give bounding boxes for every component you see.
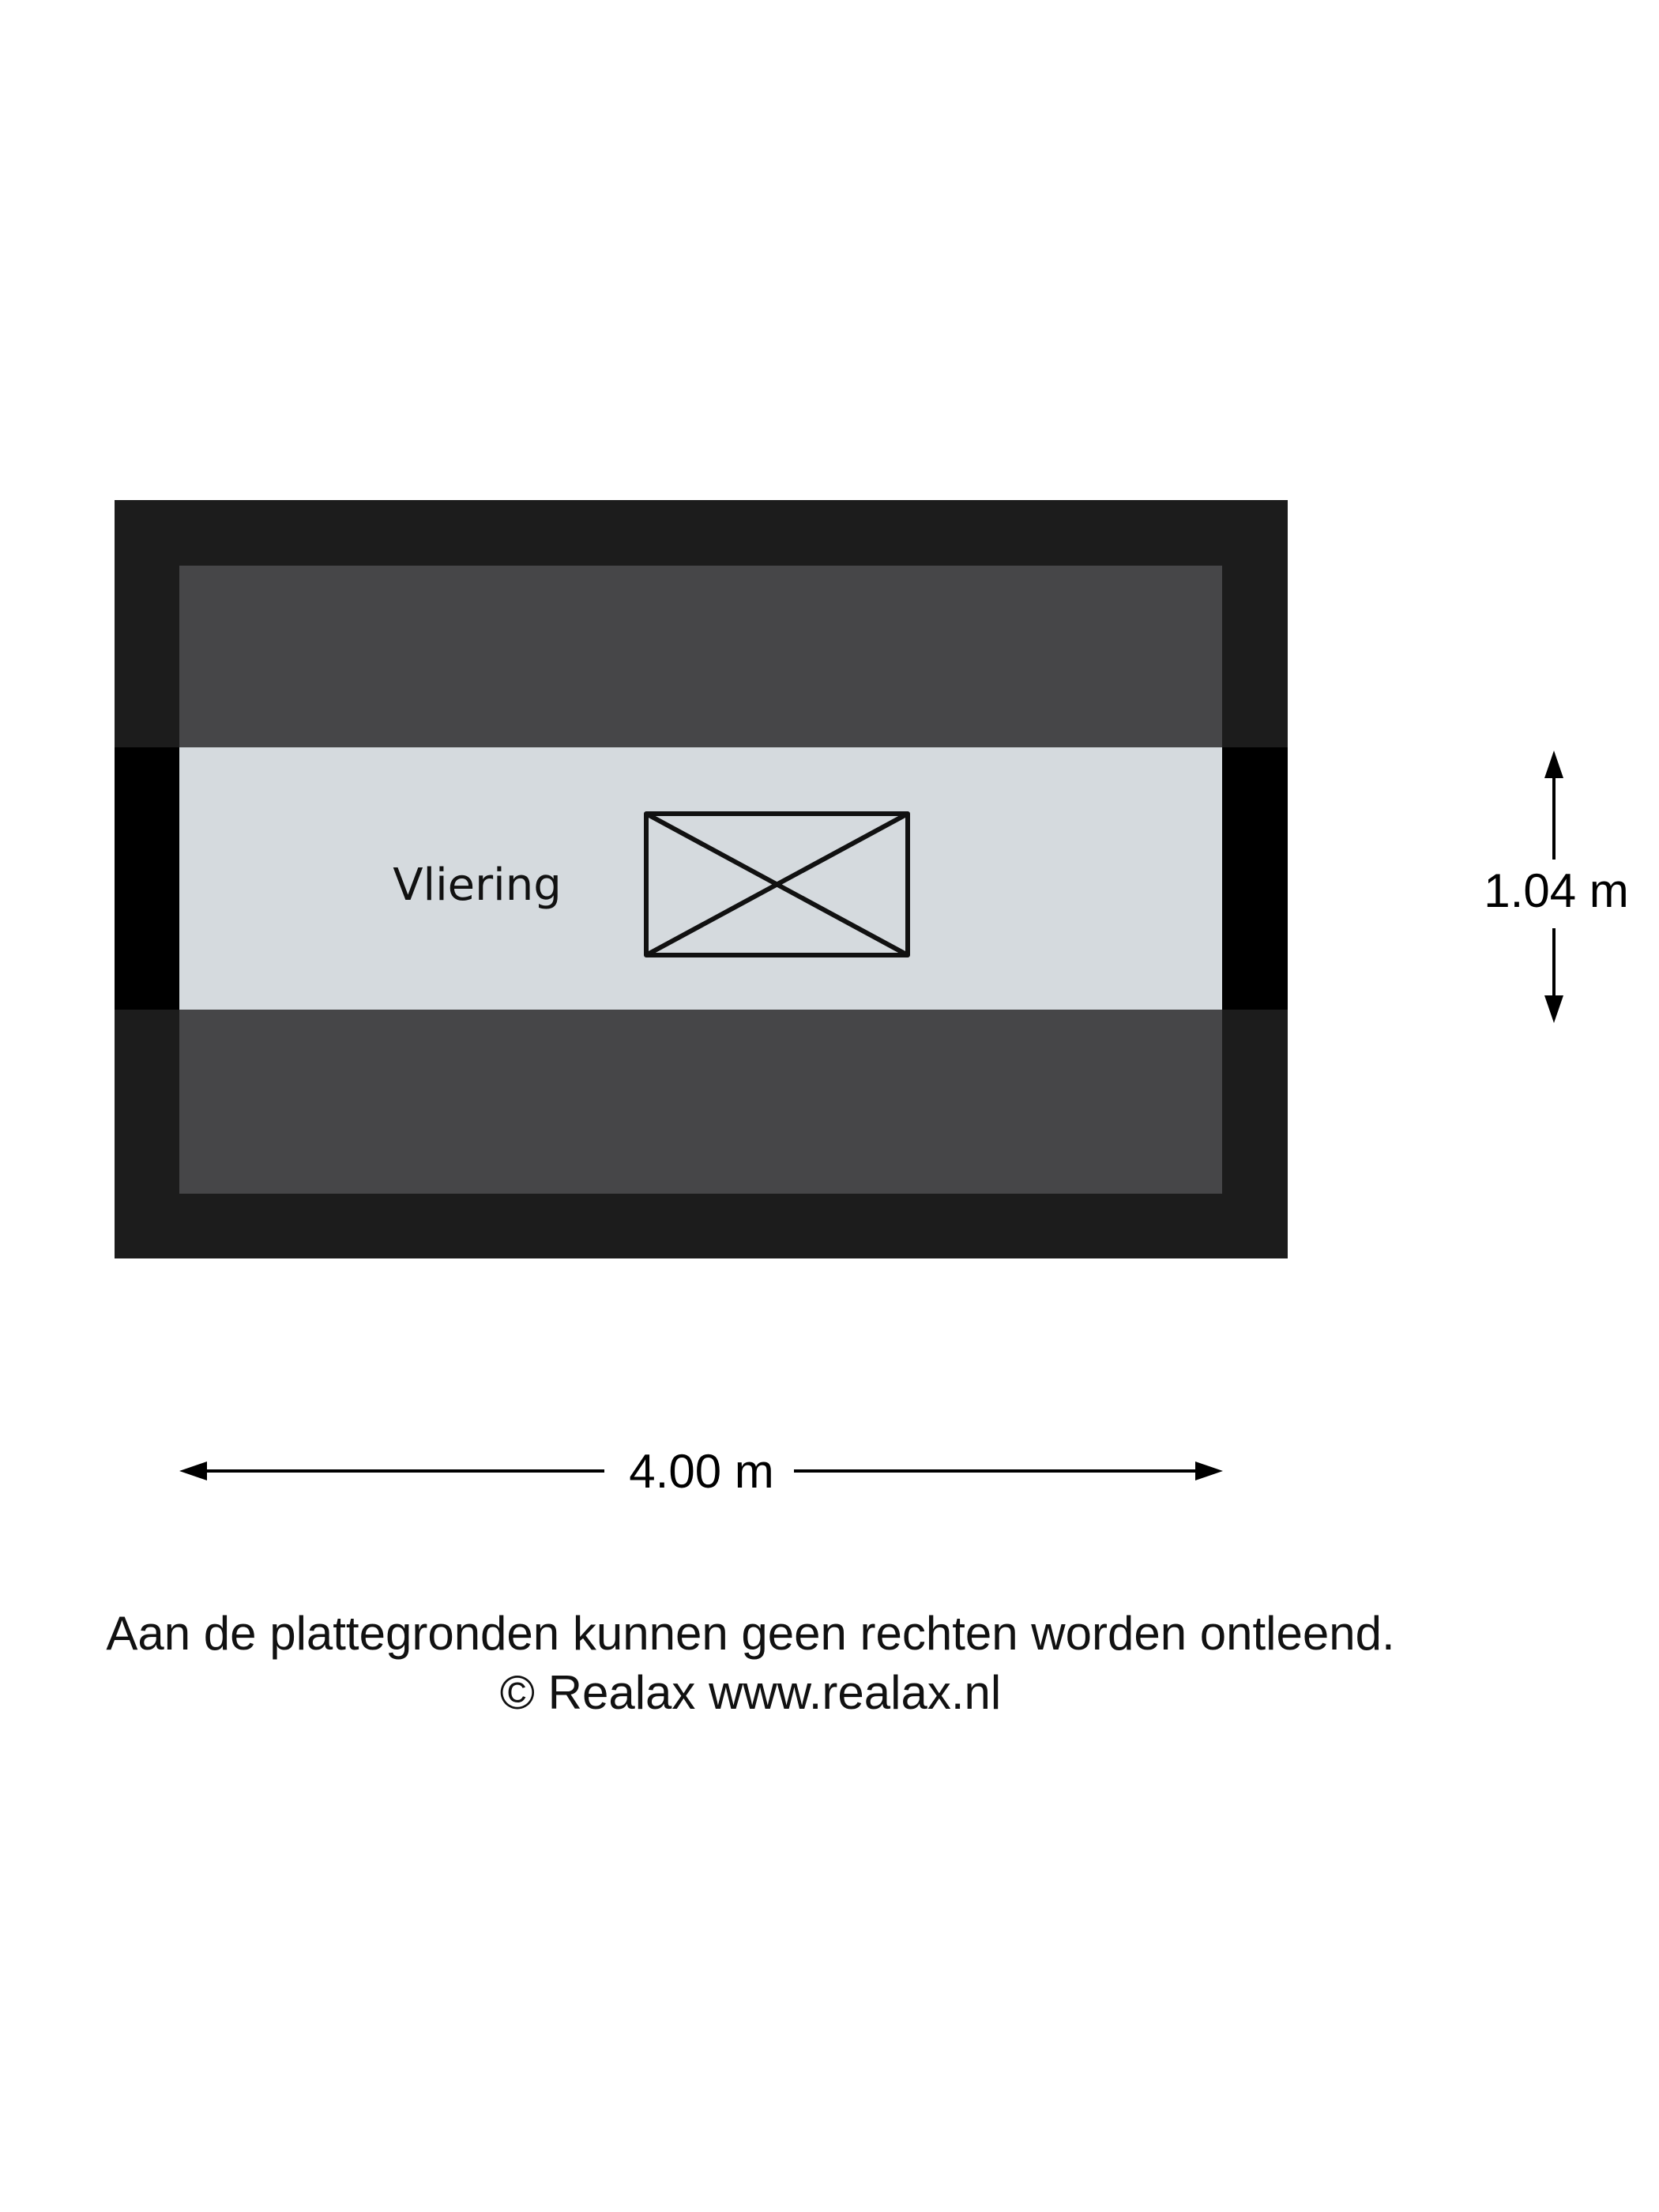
depth-dimension: 1.04 m	[1484, 750, 1629, 1023]
width-dimension-label: 4.00 m	[629, 1445, 773, 1498]
arrow-up-icon	[1544, 750, 1563, 778]
gable-wall-left	[115, 747, 179, 1010]
roof-hatch-icon	[644, 811, 910, 957]
arrow-down-icon	[1544, 995, 1563, 1023]
footer-copyright: © Realax www.realax.nl	[499, 1666, 1002, 1719]
gable-wall-right	[1222, 747, 1288, 1010]
arrow-left-icon	[179, 1462, 207, 1480]
width-dimension: 4.00 m	[179, 1445, 1223, 1498]
room-floor	[179, 747, 1222, 1010]
room-label: Vliering	[393, 860, 562, 911]
depth-dimension-label: 1.04 m	[1484, 864, 1628, 917]
footer-disclaimer: Aan de plattegronden kunnen geen rechten…	[106, 1607, 1395, 1660]
sloped-roof-bottom	[179, 1010, 1222, 1194]
arrow-right-icon	[1195, 1462, 1223, 1480]
sloped-roof-top	[179, 566, 1222, 747]
